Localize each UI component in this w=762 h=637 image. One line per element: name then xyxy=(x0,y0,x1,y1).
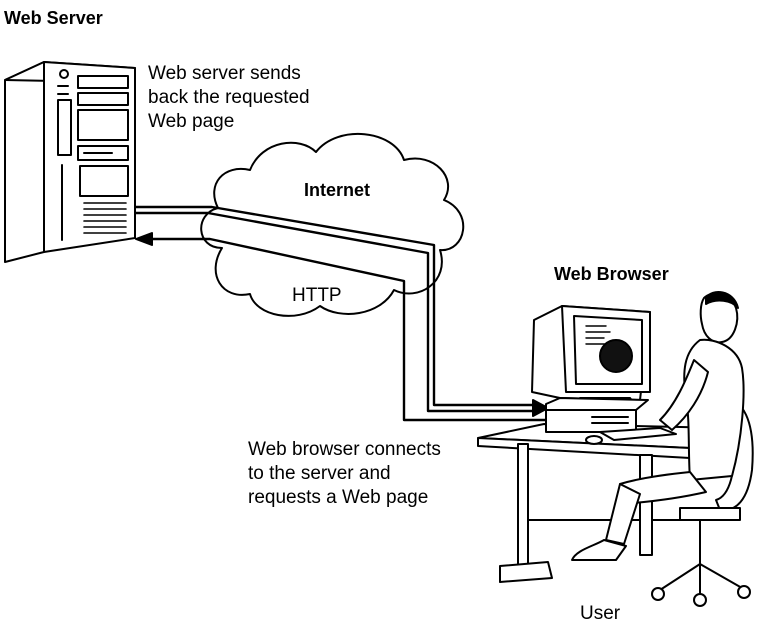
web-browser-title: Web Browser xyxy=(554,264,669,284)
server-response-caption: Web server sends back the requested Web … xyxy=(148,63,310,132)
arrow-to-browser-icon xyxy=(532,399,549,417)
web-server-title: Web Server xyxy=(4,8,103,28)
desktop-computer-icon xyxy=(531,305,677,445)
browser-request-caption: Web browser connects to the server and r… xyxy=(248,439,441,508)
arrow-to-server-icon xyxy=(135,232,153,246)
http-label: HTTP xyxy=(292,285,342,306)
internet-cloud-icon xyxy=(200,132,465,317)
internet-label: Internet xyxy=(304,180,371,200)
user-at-desk-icon xyxy=(571,291,754,607)
server-tower-icon xyxy=(4,61,136,263)
user-label: User xyxy=(580,603,621,624)
http-connection-lines xyxy=(134,205,550,422)
